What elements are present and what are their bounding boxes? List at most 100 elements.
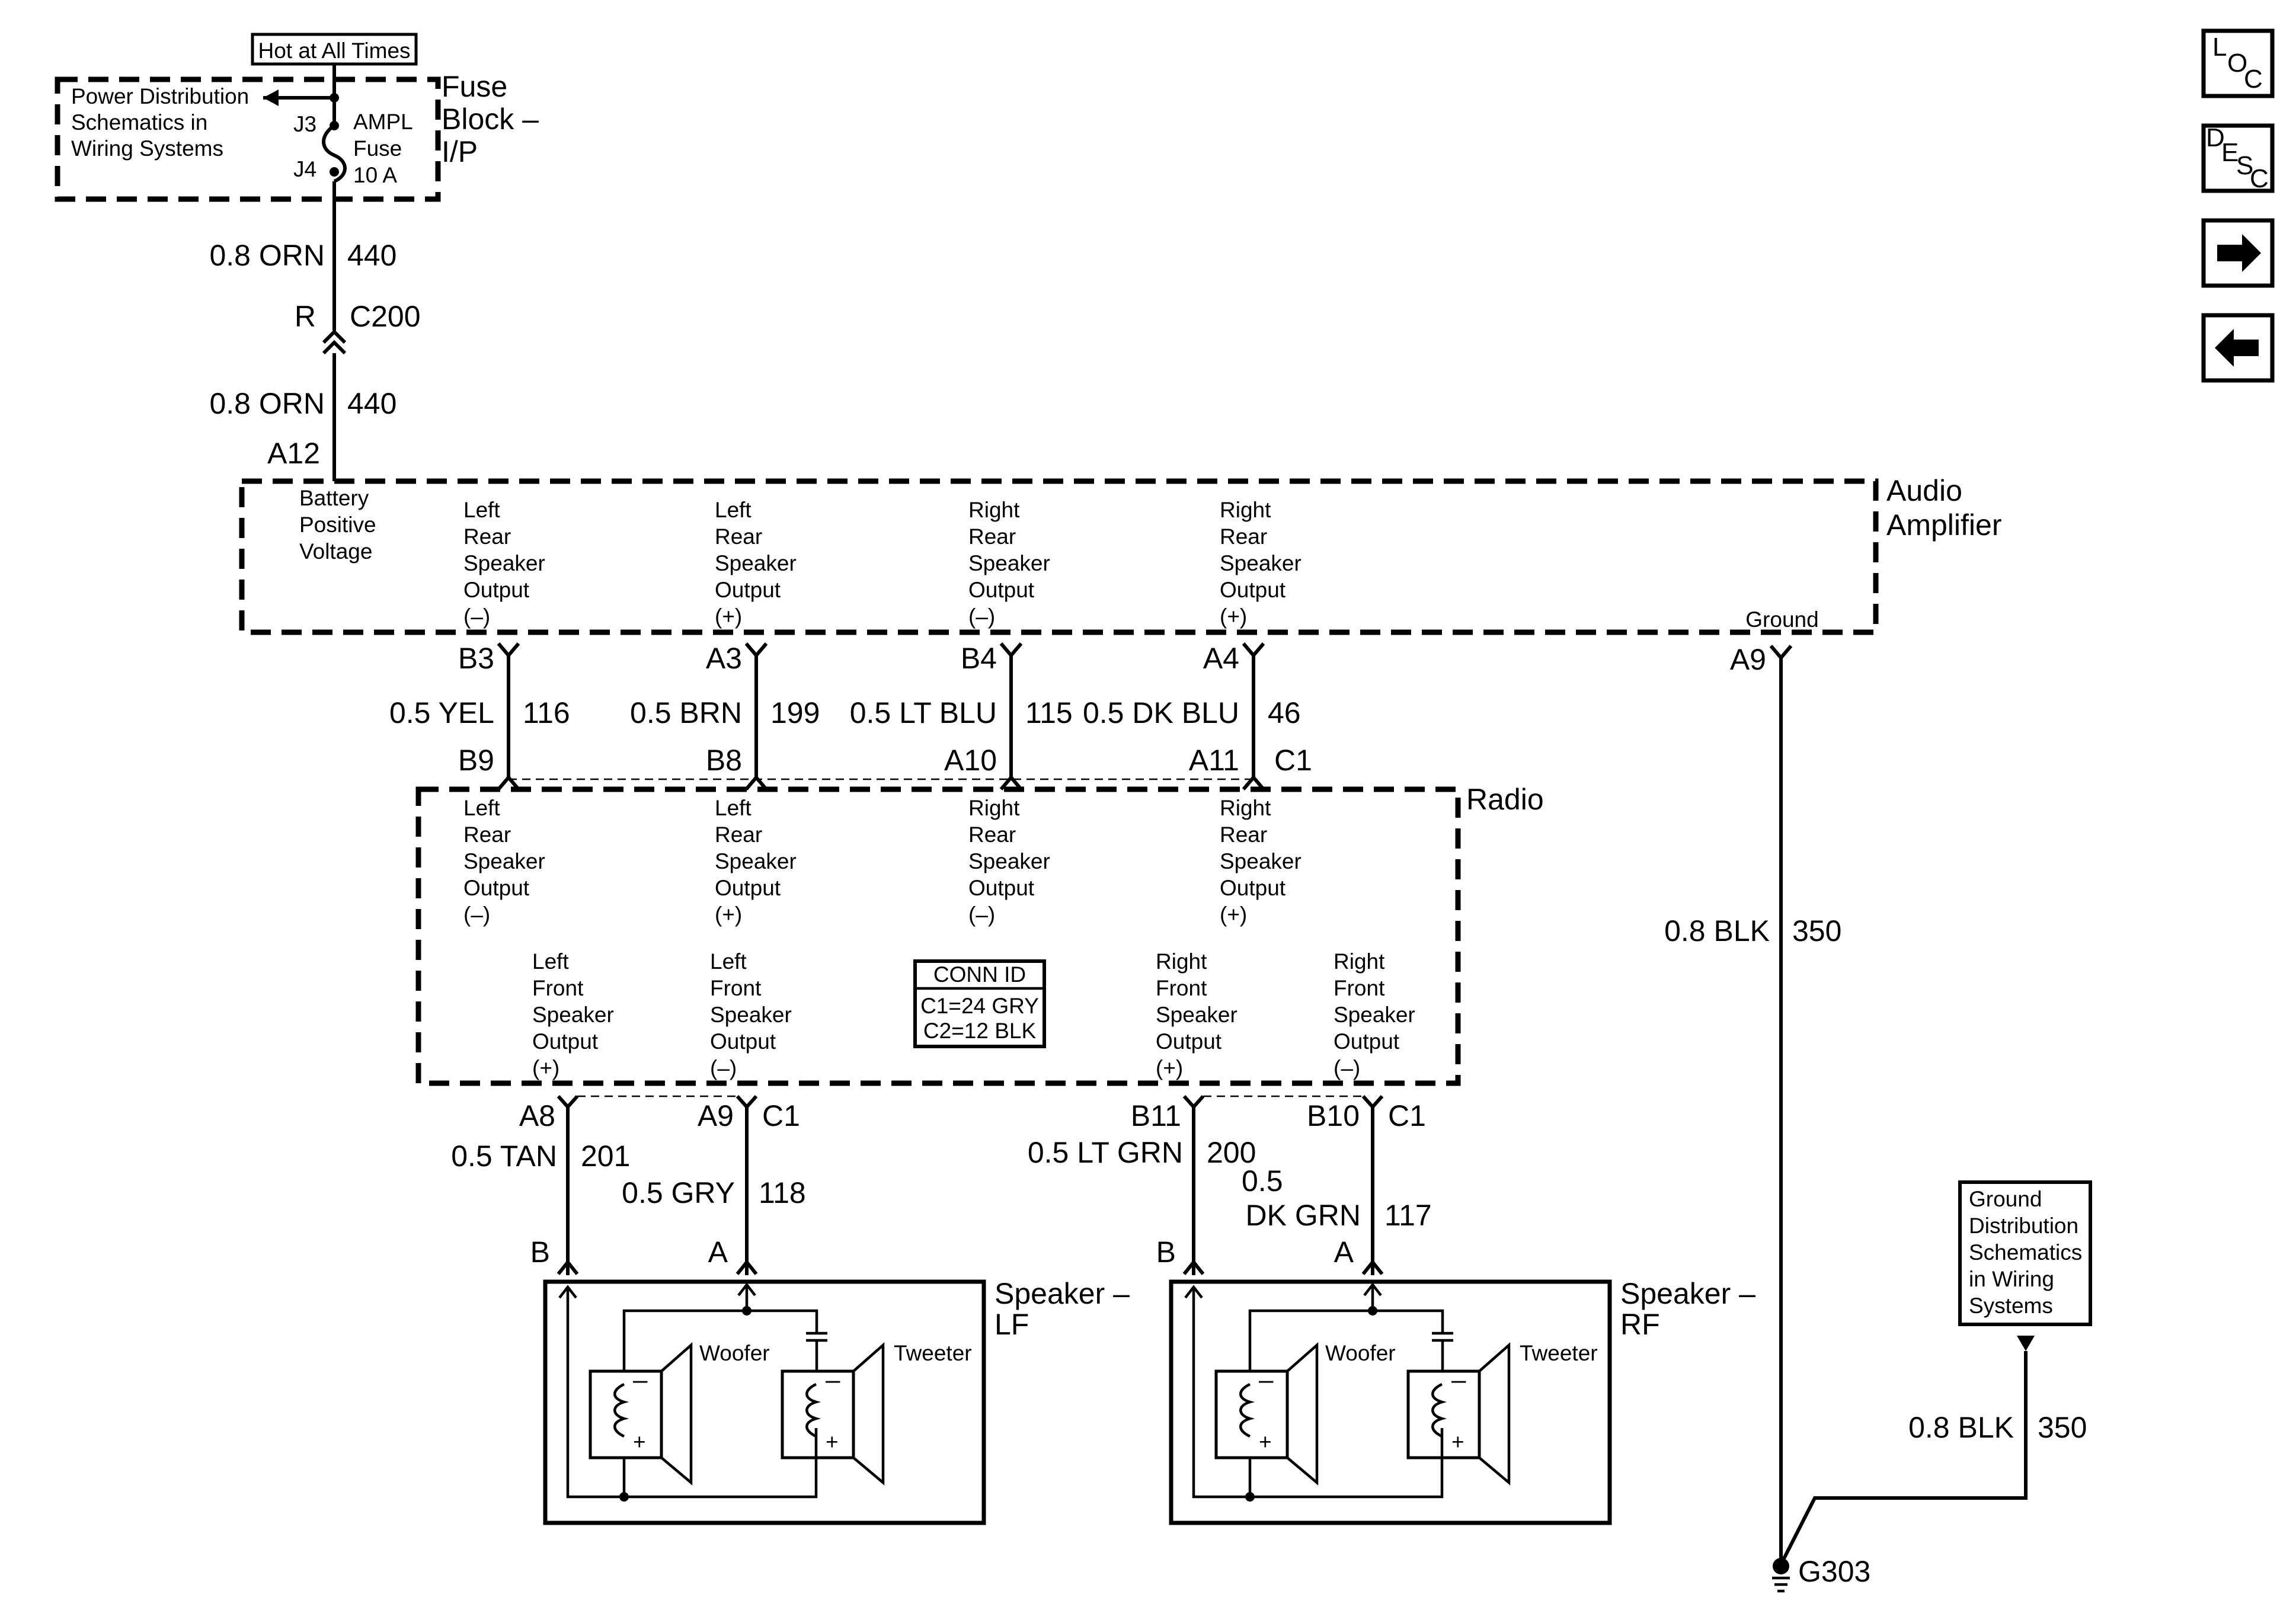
c200-connector-label: C200 xyxy=(350,300,421,333)
audio-amplifier-outline xyxy=(239,478,1879,635)
amp-output-1-line3: Speaker xyxy=(463,551,545,575)
desc-button[interactable]: D E S C xyxy=(2201,123,2275,193)
right-arrow-icon xyxy=(2217,234,2261,272)
radio-front-output-1-line3: Speaker xyxy=(532,1003,614,1027)
radio-front-output-1-line1: Left xyxy=(532,949,569,974)
fuse-name-line2: Fuse xyxy=(353,136,402,161)
pin-a-arrow-icon xyxy=(736,1259,758,1275)
conn-id-title: CONN ID xyxy=(933,962,1026,987)
wire-117-circuit: 117 xyxy=(1384,1199,1432,1232)
fuse-name-line1: AMPL xyxy=(353,110,413,134)
radio-rear-output-4-line1: Right xyxy=(1220,796,1271,820)
amp-output-4-line3: Speaker xyxy=(1220,551,1302,575)
desc-letter-c: C xyxy=(2250,164,2269,193)
radio-rear-output-4-line4: Output xyxy=(1220,876,1286,900)
amp-pin-label: B3 xyxy=(458,642,494,675)
amp-output-1-line1: Left xyxy=(463,498,500,522)
wire-440-upper-circuit: 440 xyxy=(347,239,396,272)
internal-b-wire xyxy=(566,1287,818,1499)
radio-terminal-icon xyxy=(1242,774,1265,790)
amp-output-3-line4: Output xyxy=(968,578,1035,602)
amp-pin-a12: A12 xyxy=(267,437,320,470)
ground-wire-right-gauge: 0.8 BLK xyxy=(1908,1411,2014,1444)
next-button[interactable] xyxy=(2201,218,2275,288)
radio-front-output-labels: LeftFrontSpeakerOutput(+)LeftFrontSpeake… xyxy=(532,949,1415,1080)
radio-rear-output-1-line2: Rear xyxy=(463,822,511,847)
audio-amplifier-title-line1: Audio xyxy=(1886,474,1962,507)
wire-gauge-label: 0.5 YEL xyxy=(389,696,494,729)
radio-pin-label: A11 xyxy=(1189,744,1239,777)
tweeter-magnet xyxy=(781,1369,855,1459)
tweeter-cone-icon xyxy=(852,1342,885,1486)
back-button[interactable] xyxy=(2201,313,2275,383)
amp-terminal-icon xyxy=(744,642,768,658)
hot-at-all-times-label: Hot at All Times xyxy=(258,39,410,63)
ground-dist-ref-line4: in Wiring xyxy=(1969,1267,2054,1291)
conn-id-c1: C1=24 GRY xyxy=(920,994,1039,1018)
speaker-rf-title-line2: RF xyxy=(1620,1308,1660,1341)
woofer-plus-sign: + xyxy=(633,1430,646,1454)
woofer-cone-icon xyxy=(1286,1342,1319,1486)
radio-rear-output-1-line4: Output xyxy=(463,876,530,900)
internal-a-wire xyxy=(622,1285,749,1371)
capacitor-icon xyxy=(806,1331,827,1371)
desc-letter-s: S xyxy=(2236,151,2253,180)
radio-terminal-icon xyxy=(744,774,768,790)
amp-pin-label: A4 xyxy=(1203,642,1239,675)
amp-output-3-line2: Rear xyxy=(968,524,1016,549)
amp-output-4-line4: Output xyxy=(1220,578,1286,602)
ground-dist-ref-line1: Ground xyxy=(1969,1187,2042,1211)
radio-rear-output-4-line5: (+) xyxy=(1220,902,1247,927)
tweeter-feed-wire xyxy=(747,1309,818,1333)
ground-symbol-icon xyxy=(1772,1576,1790,1593)
audio-amplifier-title-line2: Amplifier xyxy=(1886,508,2001,542)
ground-g303-dot xyxy=(1773,1558,1789,1574)
radio-pin-label: A10 xyxy=(944,744,997,777)
internal-b-wire xyxy=(1192,1287,1444,1499)
wire-gauge-label: 0.5 BRN xyxy=(630,696,742,729)
tweeter-coil-icon xyxy=(1431,1382,1447,1438)
amp-ground-wire-gauge: 0.8 BLK xyxy=(1664,914,1770,948)
loc-letter-c: C xyxy=(2244,65,2263,94)
amp-output-2-line1: Left xyxy=(715,498,752,522)
radio-pin-b10: B10 xyxy=(1307,1099,1360,1132)
fuse-block-outline xyxy=(55,76,441,202)
speaker-rf-title-line1: Speaker – xyxy=(1620,1277,1755,1310)
wire-440-upper-gauge: 0.8 ORN xyxy=(209,239,325,272)
c200-pin-label: R xyxy=(295,300,316,333)
radio-pin-a9: A9 xyxy=(698,1099,734,1132)
pin-b-arrow-icon xyxy=(1182,1259,1205,1275)
c200-connector-icon xyxy=(322,329,347,355)
wire-440-lower-circuit: 440 xyxy=(347,387,396,420)
wire-200-gauge: 0.5 LT GRN xyxy=(1028,1136,1183,1169)
amp-output-1-line4: Output xyxy=(463,578,530,602)
radio-front-output-2-line3: Speaker xyxy=(710,1003,792,1027)
tweeter-cone-icon xyxy=(1478,1342,1511,1486)
wire-118-gauge: 0.5 GRY xyxy=(622,1176,735,1209)
conn-id-c2: C2=12 BLK xyxy=(923,1019,1037,1043)
wire-201-circuit: 201 xyxy=(581,1140,630,1173)
ground-wire-right-circuit: 350 xyxy=(2038,1411,2087,1444)
amp-output-3-line3: Speaker xyxy=(968,551,1050,575)
power-dist-ref-line3: Wiring Systems xyxy=(71,136,223,161)
tweeter-coil-icon xyxy=(805,1382,821,1438)
loc-button[interactable]: L O C xyxy=(2201,28,2275,98)
amp-output-1-line2: Rear xyxy=(463,524,511,549)
tweeter-label: Tweeter xyxy=(1520,1341,1598,1365)
radio-b11-terminal-icon xyxy=(1182,1095,1205,1110)
woofer-plus-sign: + xyxy=(1259,1430,1272,1454)
speaker-frame xyxy=(1169,1279,1612,1525)
amp-pin-label: A3 xyxy=(706,642,742,675)
radio-rear-output-3-line4: Output xyxy=(968,876,1035,900)
radio-front-output-4-line3: Speaker xyxy=(1334,1003,1415,1027)
speaker-frame xyxy=(543,1279,986,1525)
woofer-magnet xyxy=(1214,1369,1289,1459)
radio-rear-output-1-line1: Left xyxy=(463,796,500,820)
tweeter-plus-sign: + xyxy=(826,1430,839,1454)
power-dist-ref-line2: Schematics in xyxy=(71,110,207,135)
wire-440-lower-gauge: 0.8 ORN xyxy=(209,387,325,420)
amp-output-2-line4: Output xyxy=(715,578,781,602)
amp-output-4-line5: (+) xyxy=(1220,604,1247,629)
